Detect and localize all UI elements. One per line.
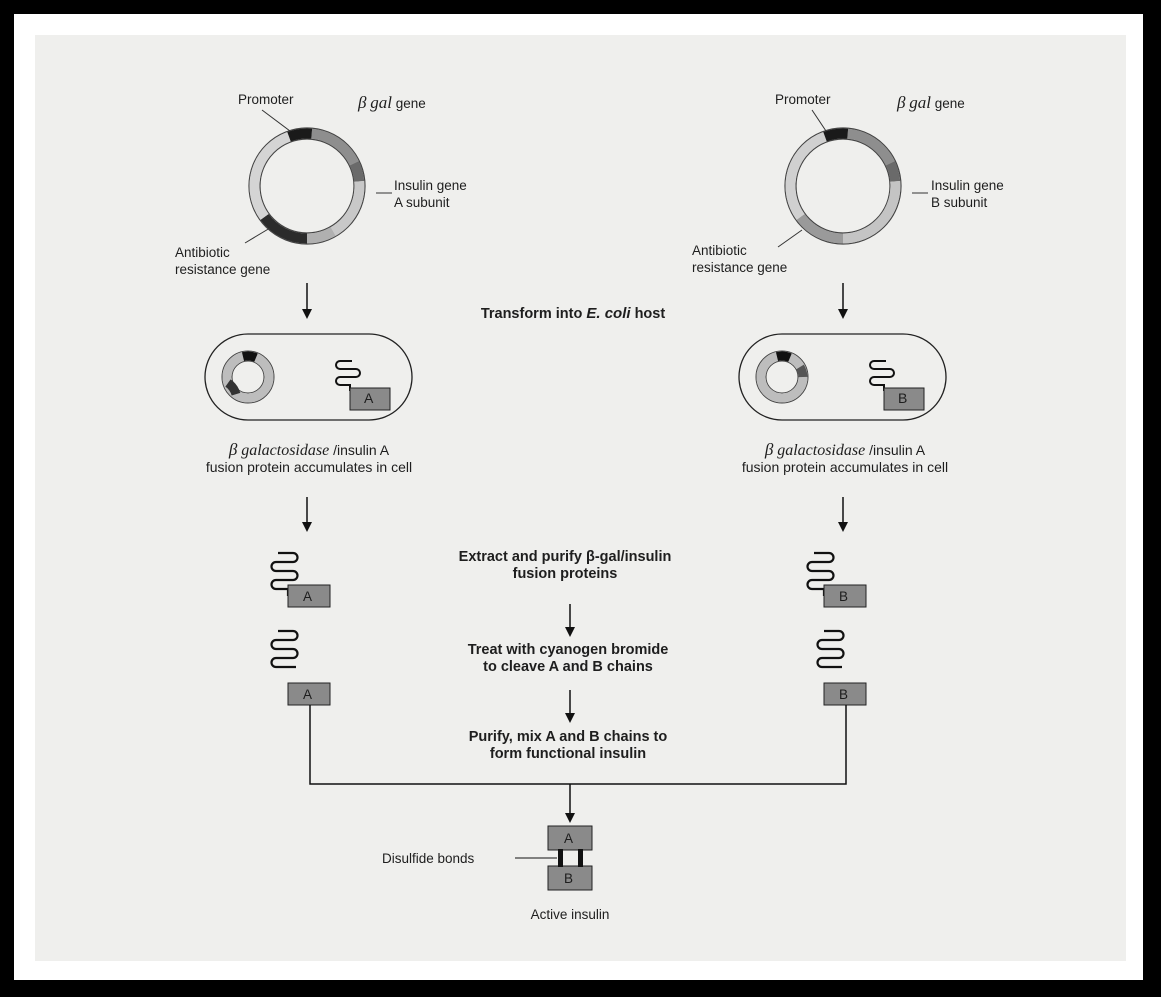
left-cell-tag: A [364, 390, 374, 406]
right-cell-protein-box [883, 387, 925, 411]
disulfide-bond-left [558, 849, 563, 867]
left-light-segment-1 [330, 180, 365, 236]
left-free-bgal-chain [270, 629, 299, 669]
left-antibiotic-segment [260, 213, 308, 244]
right-cell [738, 333, 947, 421]
left-insulin-segment [349, 161, 365, 183]
right-fusion-chain [806, 551, 835, 596]
disulfide-bonds-label: Disulfide bonds [382, 851, 475, 866]
right-antibiotic-segment [796, 213, 844, 244]
right-plasmid [784, 127, 902, 245]
right-free-tag: B [839, 687, 849, 702]
transform-step-label: Transform into E. coli host [480, 305, 666, 322]
right-cell-tag: B [898, 390, 908, 406]
diagram-panel [35, 35, 1126, 961]
left-light-segment-2 [306, 227, 336, 244]
left-bgal-segment [311, 128, 359, 166]
right-bgal-segment [847, 128, 895, 166]
insulin-b-box [547, 865, 593, 891]
left-fusion-chain [270, 551, 299, 596]
left-bgal-gene-label: β gal gene [358, 93, 426, 112]
left-cell [204, 333, 413, 421]
left-cell-fusion-chain [335, 360, 361, 391]
insulin-b-tag: B [564, 871, 574, 886]
disulfide-bond-right [578, 849, 583, 867]
active-insulin-label: Active insulin [530, 907, 610, 922]
right-bgal-gene-label: β gal gene [897, 93, 965, 112]
right-cell-caption: β galactosidase /insulin A fusion protei… [741, 440, 949, 475]
insulin-a-tag: A [564, 831, 574, 846]
left-free-tag: A [303, 687, 313, 702]
right-insulin-segment [885, 161, 901, 183]
right-promoter-label: Promoter [775, 92, 831, 107]
left-light-segment-3 [249, 132, 291, 220]
right-free-b-box [823, 682, 867, 706]
insulin-a-box [547, 825, 593, 851]
left-plasmid [248, 127, 366, 245]
left-cell-caption: β galactosidase /insulin A fusion protei… [205, 440, 413, 475]
right-free-bgal-chain [816, 629, 845, 669]
right-fusion-tag: B [839, 589, 849, 604]
left-promoter-label: Promoter [238, 92, 294, 107]
left-promoter-segment [287, 128, 313, 142]
left-fusion-tag: A [303, 589, 313, 604]
right-light-segment-1 [842, 180, 901, 244]
left-cell-protein-box [349, 387, 391, 411]
right-light-segment-3 [785, 132, 827, 220]
left-fusion-box [287, 584, 331, 608]
right-promoter-segment [823, 128, 849, 142]
left-free-a-box [287, 682, 331, 706]
right-cell-fusion-chain [869, 360, 895, 391]
combine-connector [309, 705, 847, 785]
right-fusion-box [823, 584, 867, 608]
